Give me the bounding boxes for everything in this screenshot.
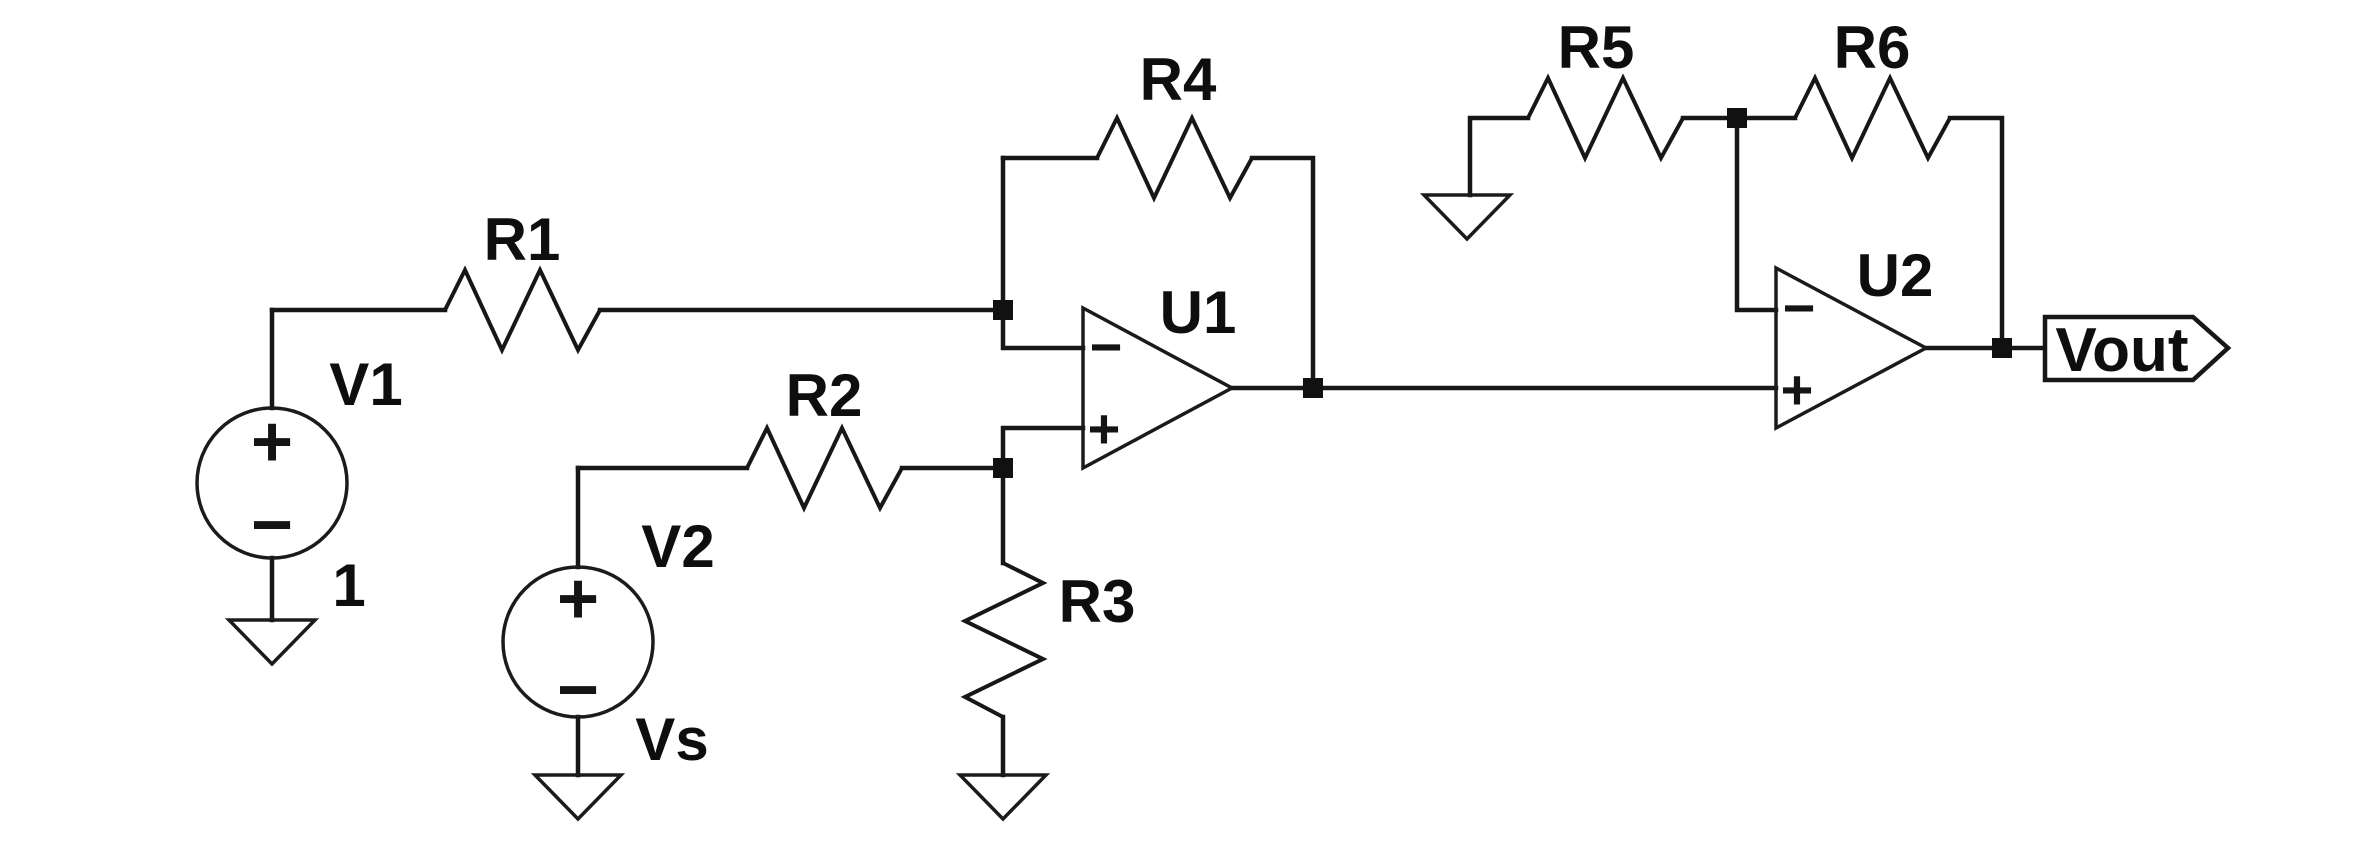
source-body[interactable] bbox=[195, 406, 349, 560]
resistor-r1[interactable]: R1 bbox=[443, 206, 602, 355]
component-value[interactable]: Vs bbox=[635, 706, 708, 773]
opamp-u2[interactable]: − + U2 bbox=[1774, 242, 1934, 431]
minus-sign: − bbox=[251, 485, 293, 565]
resistor-body[interactable] bbox=[1526, 73, 1685, 163]
source-body[interactable] bbox=[501, 565, 655, 719]
noninverting-input-sign: + bbox=[1781, 358, 1814, 421]
wire[interactable] bbox=[1467, 115, 1531, 198]
wire[interactable] bbox=[1000, 425, 1086, 471]
component-label[interactable]: R4 bbox=[1140, 46, 1217, 113]
wire[interactable] bbox=[1734, 115, 1779, 313]
resistor-r2[interactable]: R2 bbox=[745, 362, 904, 513]
opamp-u1[interactable]: − + U1 bbox=[1081, 279, 1237, 471]
resistor-body[interactable] bbox=[745, 423, 904, 513]
net-flag-label[interactable]: Vout bbox=[2055, 316, 2188, 385]
ground-icon[interactable] bbox=[955, 773, 1051, 822]
resistor-r4[interactable]: R4 bbox=[1095, 46, 1254, 203]
component-label[interactable]: R3 bbox=[1059, 568, 1136, 635]
component-label[interactable]: R5 bbox=[1558, 14, 1635, 81]
component-label[interactable]: R6 bbox=[1834, 14, 1911, 81]
wire[interactable] bbox=[1947, 115, 2005, 351]
plus-sign: + bbox=[557, 559, 599, 639]
junction-dot bbox=[993, 300, 1013, 320]
resistor-body[interactable] bbox=[1095, 113, 1254, 203]
resistor-r6[interactable]: R6 bbox=[1793, 14, 1952, 163]
inverting-input-sign: − bbox=[1783, 276, 1816, 339]
voltage-source-v2[interactable]: + − V2 Vs bbox=[501, 513, 715, 773]
noninverting-input-sign: + bbox=[1088, 397, 1121, 460]
ground-icon[interactable] bbox=[1419, 193, 1515, 242]
component-label[interactable]: V2 bbox=[641, 513, 714, 580]
resistor-body[interactable] bbox=[443, 265, 602, 355]
ground-symbols bbox=[224, 193, 1515, 822]
wire[interactable] bbox=[1249, 155, 1316, 391]
junction-dot bbox=[993, 458, 1013, 478]
junction-dot bbox=[1303, 378, 1323, 398]
junction-dot bbox=[1727, 108, 1747, 128]
component-label[interactable]: R1 bbox=[484, 206, 561, 273]
inverting-input-sign: − bbox=[1090, 315, 1123, 378]
ground-icon[interactable] bbox=[530, 773, 626, 822]
opamp-triangle[interactable] bbox=[1774, 265, 1930, 431]
junction-dot bbox=[1992, 338, 2012, 358]
voltage-source-v1[interactable]: + − V1 1 bbox=[195, 351, 403, 619]
ground-icon[interactable] bbox=[224, 618, 320, 667]
resistor-body[interactable] bbox=[960, 561, 1048, 719]
minus-sign: − bbox=[557, 650, 599, 730]
component-value[interactable]: 1 bbox=[332, 552, 365, 619]
component-label[interactable]: U1 bbox=[1160, 279, 1237, 346]
component-label[interactable]: V1 bbox=[329, 351, 402, 418]
resistor-body[interactable] bbox=[1793, 73, 1952, 163]
opamp-triangle[interactable] bbox=[1081, 305, 1236, 471]
resistor-r5[interactable]: R5 bbox=[1526, 14, 1685, 163]
component-label[interactable]: U2 bbox=[1857, 242, 1934, 309]
wire[interactable] bbox=[1000, 307, 1086, 351]
component-label[interactable]: R2 bbox=[786, 362, 863, 429]
net-flag-vout[interactable]: Vout bbox=[2042, 314, 2232, 385]
resistor-r3[interactable]: R3 bbox=[960, 561, 1136, 719]
plus-sign: + bbox=[251, 402, 293, 482]
net-flag-outline[interactable] bbox=[2042, 314, 2232, 383]
junction-dots bbox=[993, 108, 2012, 478]
